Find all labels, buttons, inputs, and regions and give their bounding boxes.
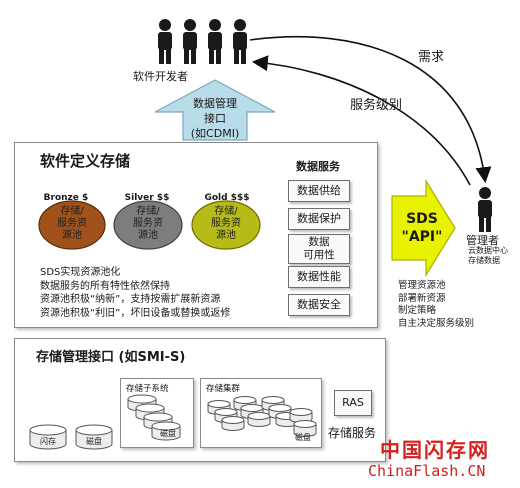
storage-subsystem-title: 存储子系统: [126, 384, 169, 394]
data-service-security: 数据安全: [288, 294, 350, 316]
mgmt-interface-label: 数据管理 接口 (如CDMI): [190, 97, 240, 140]
pool-silver-text: 存储/ 服务资 源池: [133, 206, 163, 241]
admin-tasks: 管理资源池 部署新资源 制定策略 自主决定服务级别: [398, 280, 474, 330]
storage-cluster-title: 存储集群: [206, 384, 241, 394]
developer-figures-icon: [158, 19, 247, 64]
data-service-provision: 数据供给: [288, 180, 350, 202]
subsystem-disk-label: 磁盘: [160, 429, 176, 438]
cluster-disk-label: 磁盘: [295, 433, 311, 442]
service-level-label: 服务级别: [350, 98, 403, 113]
ras-box: RAS: [334, 390, 372, 416]
mgmt-interface-arrow: [154, 79, 276, 141]
pool-bronze: [38, 200, 106, 250]
disk-label: 磁盘: [86, 437, 102, 446]
admin-task-item: 制定策略: [398, 305, 437, 316]
admin-sublabel: 云数据中心 存储数据: [468, 246, 508, 265]
sds-note: 数据服务的所有特性依然保持: [40, 280, 170, 292]
sds-note: 资源池积极“利旧”，坏旧设备或替换或返修: [40, 307, 231, 319]
flash-disk-icon: [29, 424, 67, 450]
subsystem-disk-stack-icon: [127, 394, 181, 441]
developers-group: [150, 18, 260, 78]
sds-box-title: 软件定义存储: [40, 152, 131, 170]
flash-label: 闪存: [40, 437, 56, 446]
sds-api-label: SDS "API": [401, 211, 443, 245]
cluster-disk-stack-icon: [207, 396, 317, 437]
watermark-en: ChinaFlash.CN: [368, 462, 486, 480]
pool-bronze-label: Bronze $: [43, 193, 89, 203]
storage-service-label: 存储服务: [328, 426, 377, 440]
pool-gold: [191, 200, 261, 250]
data-service-availability: 数据 可用性: [288, 234, 350, 264]
developers-label: 软件开发者: [133, 70, 188, 83]
storage-mgmt-title: 存储管理接口 (如SMI-S): [36, 350, 186, 365]
admin-label: 管理者: [466, 234, 499, 247]
sds-notes: SDS实现资源池化 数据服务的所有特性依然保持 资源池积极“纳新”，支持按需扩展…: [40, 266, 230, 320]
admin-task-item: 自主决定服务级别: [398, 317, 475, 329]
pool-gold-text: 存储/ 服务资 源池: [211, 206, 241, 241]
disk-icon: [75, 424, 113, 450]
admin-task-item: 管理资源池: [398, 280, 446, 291]
pool-silver: [113, 200, 183, 250]
pool-gold-label: Gold $$$: [204, 193, 250, 203]
pool-bronze-text: 存储/ 服务资 源池: [57, 206, 87, 241]
sds-note: 资源池积极“纳新”，支持按需扩展新资源: [40, 294, 221, 305]
service-level-arrow: [251, 55, 471, 186]
sds-note: SDS实现资源池化: [40, 267, 121, 278]
request-arrow: [249, 35, 492, 184]
data-service-performance: 数据性能: [288, 266, 350, 288]
data-service-protection: 数据保护: [288, 208, 350, 230]
data-services-title: 数据服务: [296, 160, 340, 173]
pool-silver-label: Silver $$: [124, 193, 170, 203]
sds-api-arrow: [391, 178, 456, 278]
admin-task-item: 部署新资源: [398, 292, 446, 304]
watermark-cn: 中国闪存网: [380, 438, 490, 462]
request-label: 需求: [418, 50, 445, 65]
admin-figure-icon: [478, 187, 492, 232]
